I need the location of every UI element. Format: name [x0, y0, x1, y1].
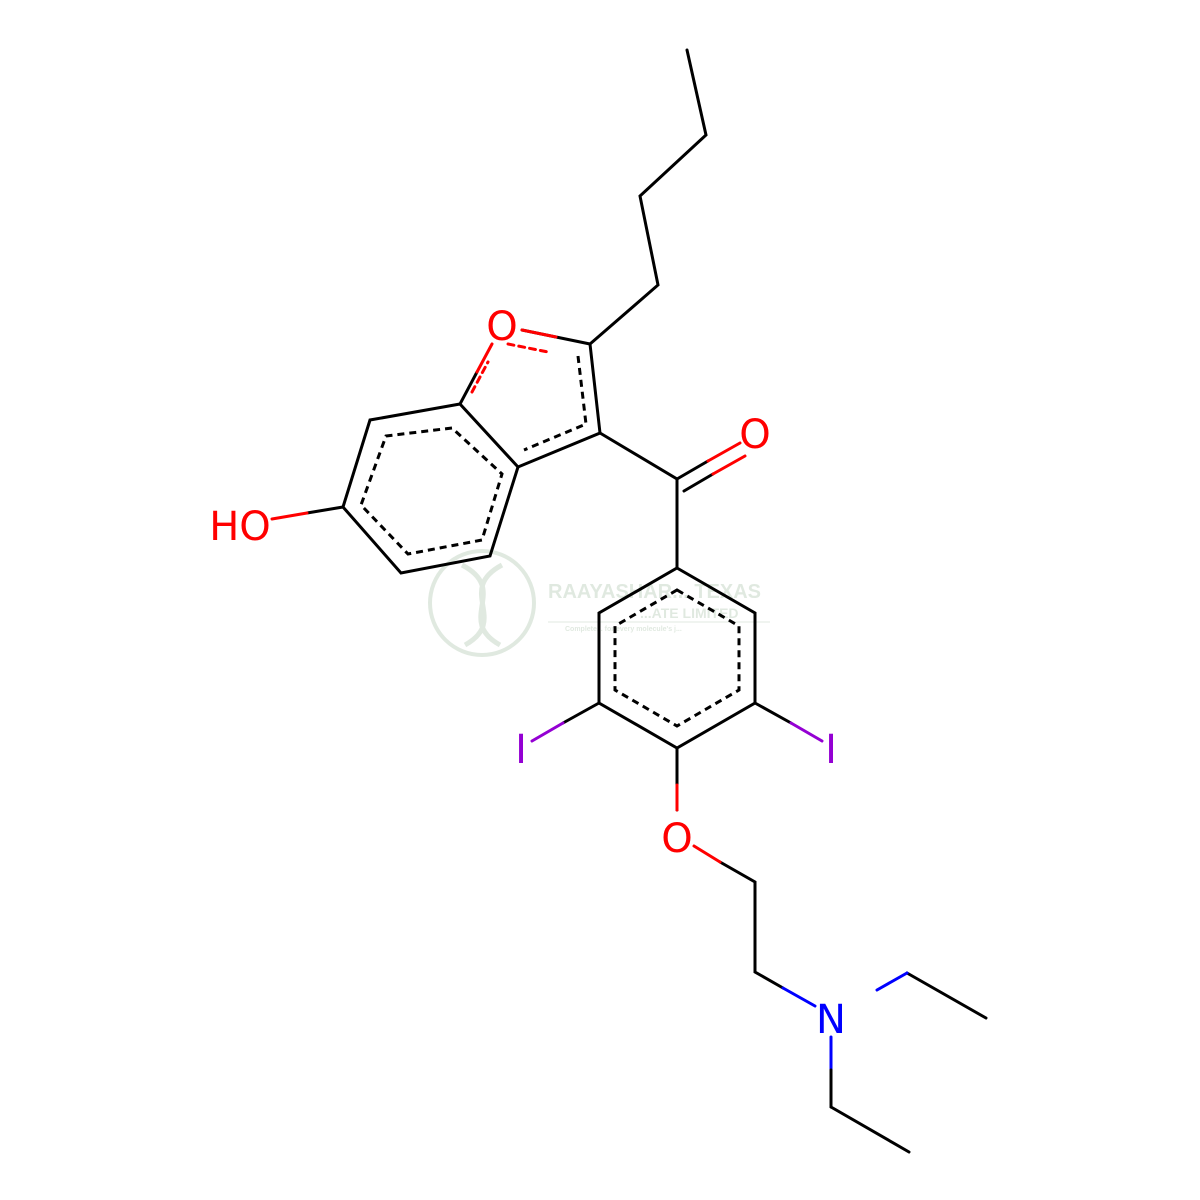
phenyl-aromatic-dash — [613, 588, 741, 728]
furan-o-bond-red-2 — [520, 328, 558, 339]
ethyl-a-bond — [905, 971, 988, 1020]
iodine-left-bond — [561, 701, 601, 725]
hetero-bonds — [270, 328, 909, 1109]
watermark-tagline: Complete... for every molecule's j... — [565, 626, 682, 633]
hydroxyl-bond — [305, 505, 345, 515]
ether-bond-red-2 — [692, 844, 722, 864]
iodine-right-label: I — [825, 727, 837, 773]
ethyl-b-bond — [829, 1105, 911, 1154]
furan-aromatic-dash — [523, 355, 588, 452]
watermark-helix-icon — [460, 562, 504, 648]
ethyl-linker-bond — [718, 860, 785, 990]
watermark-logo — [428, 549, 536, 657]
ketone-bond — [598, 431, 679, 570]
benzo-ring-bond — [341, 402, 520, 575]
aromatic-dashes — [359, 355, 741, 728]
iodine-left-label: I — [515, 727, 527, 773]
atom-labels: O O HO I I O N — [209, 304, 846, 1043]
benzo-aromatic-dash — [359, 426, 504, 556]
ether-oxygen-label: O — [661, 816, 692, 862]
watermark-line2: ...ATE LIMITED — [640, 605, 739, 621]
amine-nitrogen-label: N — [816, 997, 846, 1043]
amine-bond-blue-2 — [875, 971, 909, 992]
carbonyl-bond-a — [675, 459, 710, 481]
hydroxyl-bond-red — [270, 511, 309, 521]
furan-o-dash-red — [470, 360, 490, 394]
hydroxyl-label: HO — [209, 504, 271, 550]
furan-o-bond-red — [475, 342, 494, 374]
carbonyl-bond-b — [682, 472, 715, 493]
carbonyl-bond-red-a — [706, 441, 742, 463]
iodine-right-bond-violet — [789, 721, 824, 743]
furan-o-dash-red-2 — [506, 342, 550, 354]
butyl-chain-bond — [588, 48, 708, 346]
amine-bond-blue-1 — [781, 986, 817, 1008]
carbonyl-oxygen-label: O — [739, 412, 770, 458]
iodine-right-bond — [753, 701, 793, 725]
carbonyl-bond-red-b — [711, 454, 747, 476]
iodine-left-bond-violet — [530, 721, 565, 743]
furan-oxygen-label: O — [486, 304, 517, 350]
